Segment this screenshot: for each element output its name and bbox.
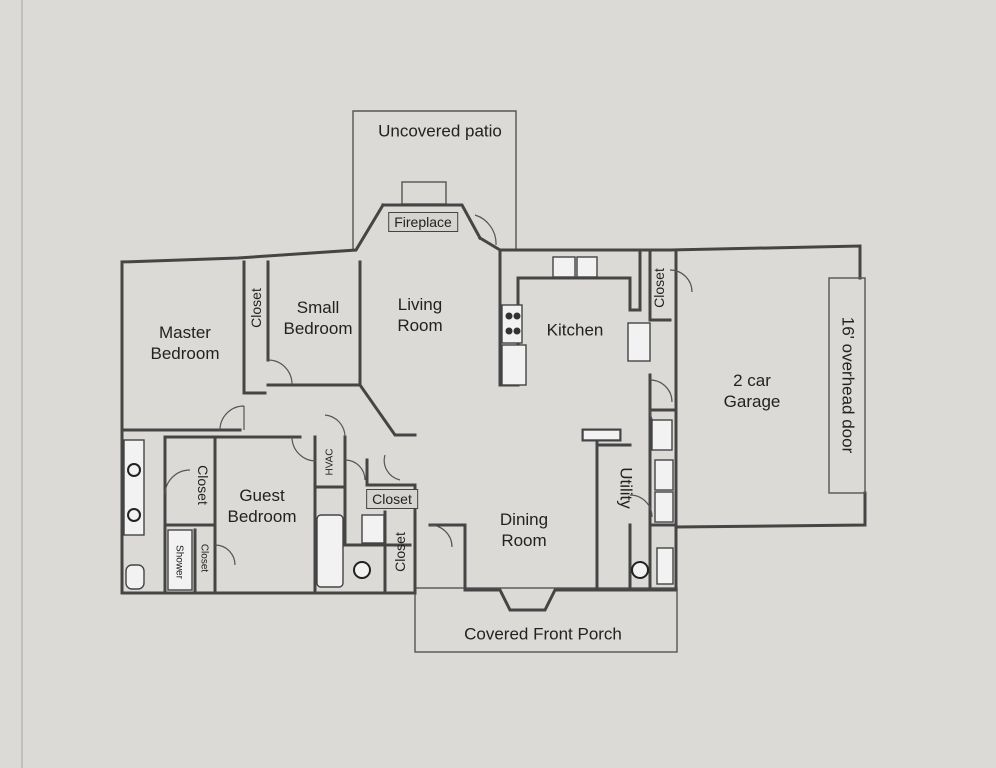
closet-bath-label: Closet bbox=[392, 532, 408, 572]
fireplace-label: Fireplace bbox=[388, 212, 458, 232]
house-exterior-wall bbox=[120, 202, 678, 612]
kitchen-island bbox=[582, 429, 621, 441]
guest-bedroom-label: Guest Bedroom bbox=[227, 486, 297, 526]
overhead-door-box bbox=[828, 277, 866, 494]
burner bbox=[505, 312, 513, 320]
covered-porch-outline bbox=[414, 587, 678, 653]
uncovered-patio-label: Uncovered patio bbox=[378, 121, 502, 141]
overhead-door-label: 16' overhead door bbox=[838, 316, 858, 454]
bathtub bbox=[316, 514, 344, 588]
utility-label: Utility bbox=[616, 467, 636, 509]
vanity-sink bbox=[127, 463, 141, 477]
covered-porch-label: Covered Front Porch bbox=[464, 624, 622, 644]
stove bbox=[501, 304, 523, 344]
closet-guest-label: Closet bbox=[195, 465, 211, 505]
water-heater bbox=[651, 419, 673, 451]
toilet bbox=[125, 564, 145, 590]
kitchen-sink bbox=[552, 256, 576, 278]
closet-hall-label: Closet bbox=[366, 489, 418, 509]
living-room-label: Living Room bbox=[397, 295, 443, 335]
half-bath-sink bbox=[656, 547, 674, 585]
fireplace-hearth bbox=[401, 181, 447, 205]
garage-wall bbox=[668, 244, 867, 529]
master-bedroom-label: Master Bedroom bbox=[150, 323, 220, 363]
bath-sink bbox=[361, 514, 385, 544]
closet-shower-label: Closet bbox=[198, 543, 210, 573]
kitchen-label: Kitchen bbox=[546, 320, 604, 340]
interior-walls bbox=[120, 248, 678, 595]
kitchen-counter bbox=[576, 256, 598, 278]
bath-toilet bbox=[353, 561, 371, 579]
garage-label: 2 car Garage bbox=[723, 371, 781, 411]
shower-label: Shower bbox=[173, 545, 185, 579]
half-bath-toilet bbox=[631, 561, 649, 579]
dining-room-label: Dining Room bbox=[499, 510, 549, 550]
washer bbox=[654, 459, 674, 491]
refrigerator bbox=[501, 344, 527, 386]
small-bedroom-label: Small Bedroom bbox=[283, 298, 353, 338]
shower-stall bbox=[167, 529, 193, 591]
dryer bbox=[654, 491, 674, 523]
hvac-label: HVAC bbox=[324, 448, 336, 476]
closet-garage-label: Closet bbox=[651, 268, 667, 308]
closet-master-label: Closet bbox=[248, 288, 264, 328]
uncovered-patio-outline bbox=[352, 110, 517, 250]
pantry bbox=[627, 322, 651, 362]
